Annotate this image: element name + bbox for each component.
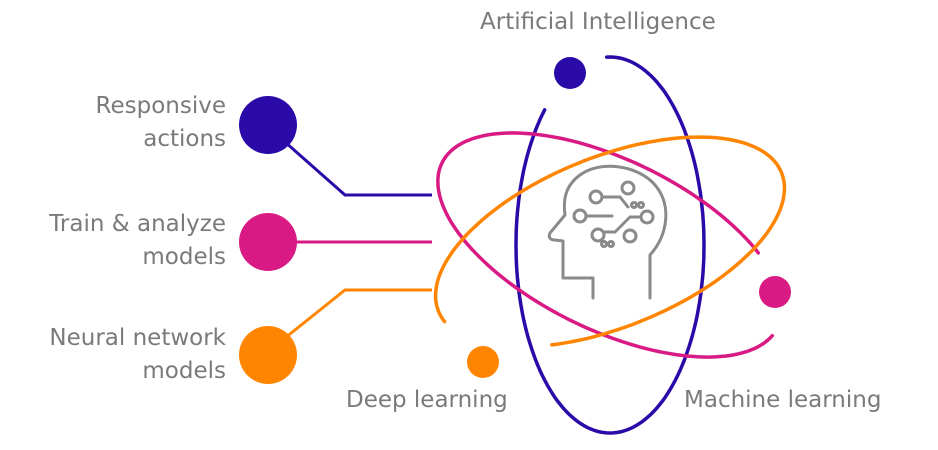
responsive-actions-dot [239, 96, 297, 154]
deep-learning-label: Deep learning [346, 387, 508, 413]
neural-line-1: Neural network [49, 325, 226, 351]
responsive-connector [284, 140, 432, 197]
ai-dot [554, 57, 586, 89]
train-line-2: models [142, 244, 226, 270]
responsive-actions-label: Responsive actions [96, 90, 226, 156]
ai-label: Artificial Intelligence [480, 9, 716, 35]
deep-learning-dot [467, 346, 499, 378]
responsive-line-2: actions [143, 126, 226, 152]
train-models-label: Train & analyze models [49, 208, 226, 274]
brain-circuit-head-icon [547, 164, 668, 300]
responsive-line-1: Responsive [95, 93, 226, 119]
machine-learning-label: Machine learning [684, 387, 882, 413]
neural-line-2: models [142, 358, 226, 384]
deep-learning-orbit [433, 135, 787, 347]
ai-orbit [514, 55, 706, 435]
train-line-1: Train & analyze [49, 211, 226, 237]
machine-learning-dot [759, 276, 791, 308]
neural-network-dot [239, 326, 297, 384]
train-models-dot [239, 213, 297, 271]
neural-network-label: Neural network models [49, 322, 226, 388]
neural-connector [284, 288, 432, 340]
machine-learning-orbit [436, 131, 775, 359]
